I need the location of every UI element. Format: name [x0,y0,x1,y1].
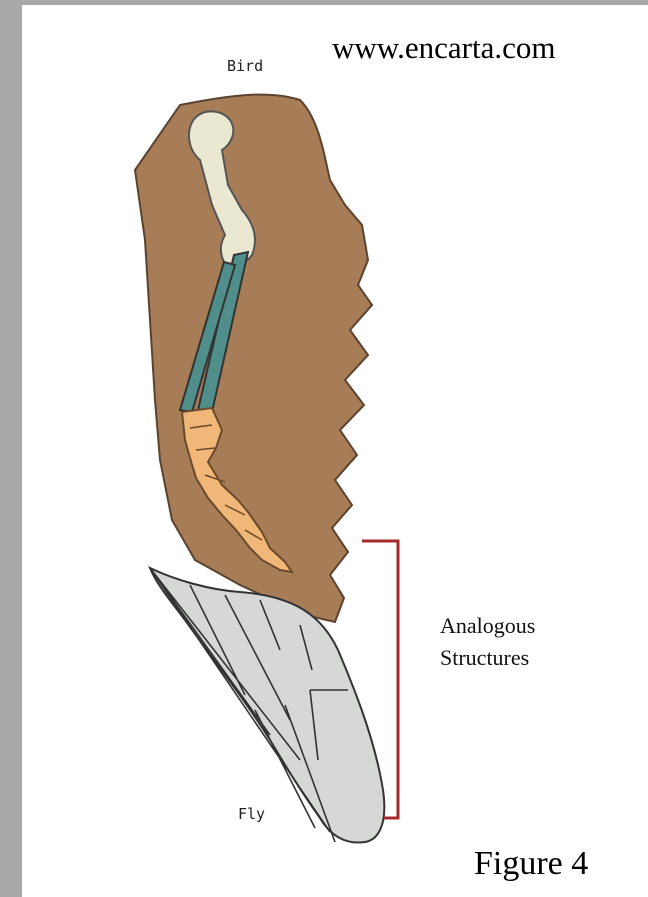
source-url: www.encarta.com [332,30,556,66]
wing-diagram [22,5,648,897]
figure-canvas: www.encarta.com Bird Fly Analogous Struc… [22,5,648,897]
analogous-line-1: Analogous [440,610,535,642]
fly-label: Fly [238,805,265,823]
analogous-line-2: Structures [440,642,535,674]
bird-label: Bird [227,57,263,75]
fly-wing [150,568,384,843]
analogous-structures-label: Analogous Structures [440,610,535,674]
figure-caption: Figure 4 [474,845,588,883]
